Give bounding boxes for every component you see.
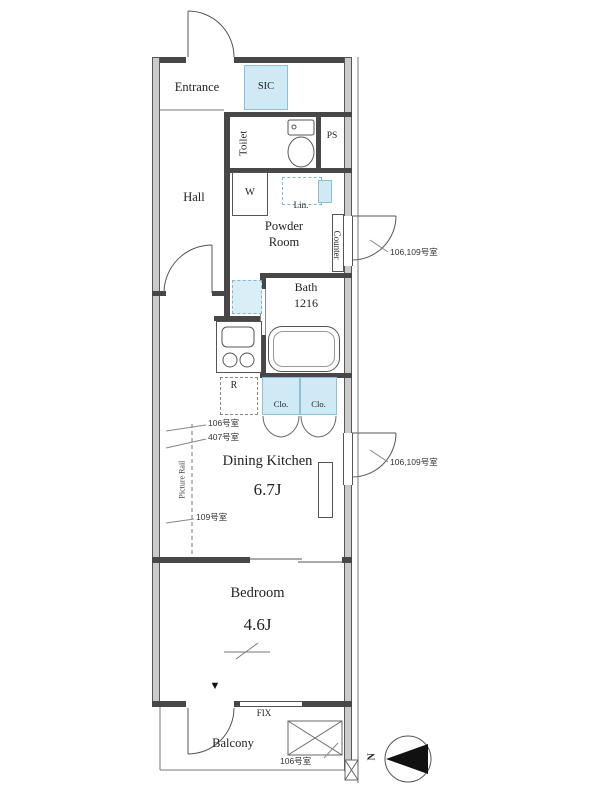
wall-bath-bottom [260,373,352,378]
wall-bath-top [260,273,352,278]
window-right-lower [343,433,353,485]
entrance-door-arc [187,10,235,58]
annotation-106-109-upper: 106,109号室 [390,247,438,257]
neighbor-door-arc-lower [351,432,397,478]
hall-label: Hall [183,190,205,204]
closet2-door-arc-r [317,415,337,438]
dining-kitchen-label: Dining Kitchen [222,453,313,469]
closet1-label: Clo. [273,399,289,409]
fridge-label: R [230,380,238,391]
linen-cabinet [318,180,332,203]
sliding-door-opening [250,557,342,563]
linen-shelf [282,177,322,205]
annotation-407: 407号室 [208,432,240,442]
balcony-label: Balcony [212,736,254,750]
balcony-door-opening [186,701,234,707]
powder-room-label-1: Powder [264,219,304,233]
equipment-box-diag-1 [287,720,343,756]
window-right-upper [343,216,353,266]
closet2-door-arc-l [300,415,319,438]
wall-hall-powder [224,112,230,316]
toilet-label: Toilet [237,130,250,157]
wall-toilet-top [224,112,352,117]
annotation-109: 109号室 [196,512,228,522]
toilet-button [291,124,297,130]
picture-rail-label: Picture Rail [177,460,187,499]
compass-circle [384,735,432,783]
leader-106-109-lower [369,449,389,463]
bath-label-2: 1216 [294,296,318,310]
annotation-106: 106号室 [208,418,240,428]
closet1-door-arc-l [262,415,282,438]
pillar [318,462,333,518]
direction-marker: ▼ [209,680,221,692]
fix-window [240,701,302,707]
toilet-bowl [287,136,315,168]
bath-label-1: Bath [294,280,318,294]
compass [384,735,432,783]
wall-right [344,57,352,771]
closet2-label: Clo. [311,399,326,409]
wall-toilet-bottom [224,168,352,173]
kitchen-counter [216,321,262,373]
annotation-106-balcony: 106号室 [280,756,312,766]
counter-top [332,214,344,272]
leader-106-109-upper [369,239,389,253]
linen-label: Lin. [293,200,309,210]
washer-label: W [245,187,255,198]
annotation-106-109-lower: 106,109号室 [390,457,438,467]
sic-label: SIC [257,81,275,92]
dining-kitchen-size: 6.7J [253,480,282,499]
wall-hall-door-right [212,291,224,296]
fridge-space [220,377,258,415]
wall-hall-door-left [152,291,166,296]
hall-door-arc [163,244,213,294]
closet-2 [300,377,337,415]
counter-label: Counter [332,230,343,260]
washer-space [232,172,268,216]
wall-kitchen-top [214,316,262,321]
bedroom-size: 4.6J [243,615,272,634]
wall-left [152,57,160,707]
wall-top [152,57,352,63]
ps-label: PS [326,131,338,141]
entrance-door-opening [186,57,234,63]
entrance-label: Entrance [174,80,220,94]
leader-109 [165,518,195,524]
compass-n-label: N [366,753,378,761]
bathtub-inner [273,331,335,367]
closet-1 [262,377,300,415]
fix-label: FIX [256,708,272,718]
equipment-box-diag-2 [287,720,343,756]
leader-106-balcony [323,742,339,759]
bedroom-label: Bedroom [230,585,285,601]
powder-room-label-2: Room [268,235,300,249]
washbasin [232,280,262,314]
bedroom-marker-slash [235,642,259,660]
leader-106 [165,424,207,432]
balcony-equipment-box [287,720,343,756]
toilet-tank [287,119,315,136]
wall-toilet-ps [316,112,321,170]
compass-north-arrow [386,744,428,774]
closet1-door-arc-r [280,415,300,438]
sic-closet [244,65,288,110]
